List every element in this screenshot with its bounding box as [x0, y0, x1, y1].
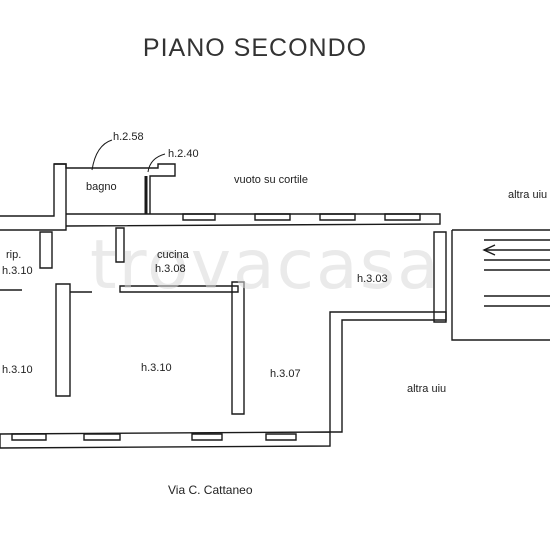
label-rip: rip. — [6, 249, 22, 261]
wall-mid-h — [119, 285, 239, 293]
wall-bottom — [0, 431, 331, 449]
watermark: trovacasa — [90, 226, 441, 305]
label-height-258: h.2.58 — [113, 131, 144, 143]
window-top-3 — [319, 213, 356, 221]
wall-left-pillar — [55, 283, 71, 397]
wall-bagno — [54, 163, 176, 214]
stair-outline — [451, 229, 550, 341]
wall-right — [433, 231, 447, 323]
label-height-mid-room: h.3.10 — [141, 362, 172, 374]
window-top-4 — [384, 213, 421, 221]
window-bottom-3 — [191, 433, 223, 441]
label-vuoto-cortile: vuoto su cortile — [234, 174, 308, 186]
label-height-307: h.3.07 — [270, 368, 301, 380]
window-top-2 — [254, 213, 291, 221]
plan-title: PIANO SECONDO — [142, 34, 368, 62]
label-cucina: cucina — [157, 249, 189, 261]
label-height-cucina: h.3.08 — [155, 263, 186, 275]
stair-arrow — [482, 244, 496, 256]
street-name: Via C. Cattaneo — [168, 483, 253, 497]
wall-rip — [39, 231, 53, 269]
label-bagno: bagno — [86, 181, 117, 193]
window-bottom-4 — [265, 433, 297, 441]
wall-mid-pillar — [231, 281, 245, 415]
label-height-left-room: h.3.10 — [2, 364, 33, 376]
stair-treads — [484, 239, 550, 307]
label-height-303: h.3.03 — [357, 273, 388, 285]
label-height-240: h.2.40 — [168, 148, 199, 160]
window-bottom-1 — [11, 433, 47, 441]
section-mark-2 — [147, 153, 166, 173]
window-top-1 — [182, 213, 216, 221]
window-bottom-2 — [83, 433, 121, 441]
wall-top-left — [0, 163, 67, 231]
wall-top-run — [65, 213, 441, 227]
wall-kitchen-left — [115, 227, 125, 263]
wall-right-notch — [329, 311, 447, 433]
section-mark-1 — [91, 139, 113, 171]
label-altra-uiu-bottom: altra uiu — [407, 383, 447, 395]
label-altra-uiu-top: altra uiu — [508, 189, 548, 201]
label-height-rip: h.3.10 — [2, 265, 33, 277]
